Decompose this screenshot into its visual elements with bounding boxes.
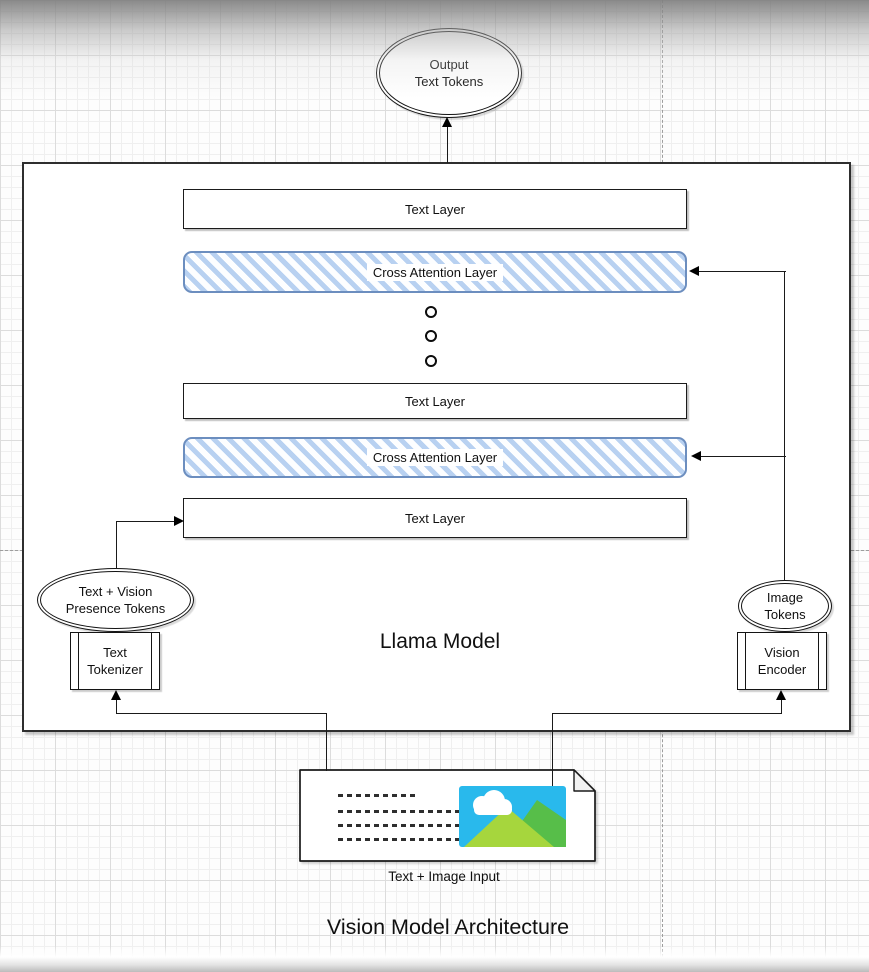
text-layer-top-label: Text Layer — [405, 201, 465, 217]
text-layer-middle-label: Text Layer — [405, 393, 465, 409]
connector-tokenizer-arrowhead — [111, 690, 121, 700]
presence-tokens-label-line2: Presence Tokens — [65, 601, 166, 616]
vision-encoder-label-line1: Vision — [764, 645, 800, 660]
vision-encoder-label-line2: Encoder — [757, 662, 807, 677]
ellipsis-dot-3 — [425, 355, 437, 367]
input-document-label: Text + Image Input — [388, 869, 500, 884]
text-layer-middle: Text Layer — [183, 383, 687, 419]
text-tokenizer-label-line1: Text — [103, 645, 127, 660]
cross-attention-bottom-label: Cross Attention Layer — [366, 449, 504, 466]
output-tokens-label-line1: Output — [429, 57, 469, 72]
llama-model-label: Llama Model — [379, 630, 501, 653]
text-layer-bottom: Text Layer — [183, 498, 687, 538]
cross-attention-layer-top: Cross Attention Layer — [183, 251, 687, 293]
bottom-fade-overlay — [0, 946, 869, 972]
doc-text-line-4 — [338, 838, 464, 841]
image-photo-icon — [459, 786, 566, 847]
vision-encoder-box: Vision Encoder — [737, 632, 827, 690]
text-layer-top: Text Layer — [183, 189, 687, 229]
connector-imagetokens-vline — [784, 271, 785, 581]
connector-doc-right-hline — [552, 713, 782, 714]
image-tokens-label-line2: Tokens — [764, 607, 806, 622]
cross-attention-top-label: Cross Attention Layer — [366, 263, 504, 281]
ellipsis-dot-1 — [425, 306, 437, 318]
output-tokens-label-line2: Text Tokens — [414, 74, 484, 89]
presence-tokens-label-line1: Text + Vision — [78, 584, 153, 599]
mountain-left-icon — [464, 807, 554, 847]
image-tokens-ellipse: Image Tokens — [738, 580, 832, 632]
connector-doc-left-vline2 — [116, 699, 117, 714]
page-title: Vision Model Architecture — [326, 915, 570, 939]
input-document-fold — [573, 769, 596, 792]
connector-output-line — [447, 126, 448, 163]
connector-imagetokens-bottom-hline — [699, 456, 786, 457]
connector-presence-vline — [116, 521, 117, 569]
text-layer-bottom-label: Text Layer — [405, 510, 465, 526]
connector-presence-arrowhead — [174, 516, 184, 526]
ellipsis-dot-2 — [425, 330, 437, 342]
image-tokens-label-line1: Image — [766, 590, 804, 605]
text-tokenizer-label-line2: Tokenizer — [87, 662, 143, 677]
connector-presence-hline — [116, 521, 176, 522]
connector-doc-right-vline — [552, 713, 553, 787]
doc-text-line-2 — [338, 810, 464, 813]
doc-text-line-1 — [338, 794, 417, 797]
connector-imagetokens-top-hline — [697, 271, 786, 272]
output-tokens-ellipse: Output Text Tokens — [376, 28, 522, 118]
cloud-icon — [473, 790, 512, 815]
presence-tokens-ellipse: Text + Vision Presence Tokens — [37, 568, 194, 632]
connector-output-arrowhead — [442, 117, 452, 127]
text-tokenizer-box: Text Tokenizer — [70, 632, 160, 690]
connector-doc-left-vline — [326, 713, 327, 771]
connector-encoder-arrowhead — [776, 690, 786, 700]
connector-doc-right-vline2 — [781, 699, 782, 714]
connector-doc-left-hline — [116, 713, 327, 714]
connector-imagetokens-bottom-arrowhead — [691, 451, 701, 461]
connector-imagetokens-top-arrowhead — [689, 266, 699, 276]
cross-attention-layer-bottom: Cross Attention Layer — [183, 437, 687, 478]
doc-text-line-3 — [338, 824, 464, 827]
